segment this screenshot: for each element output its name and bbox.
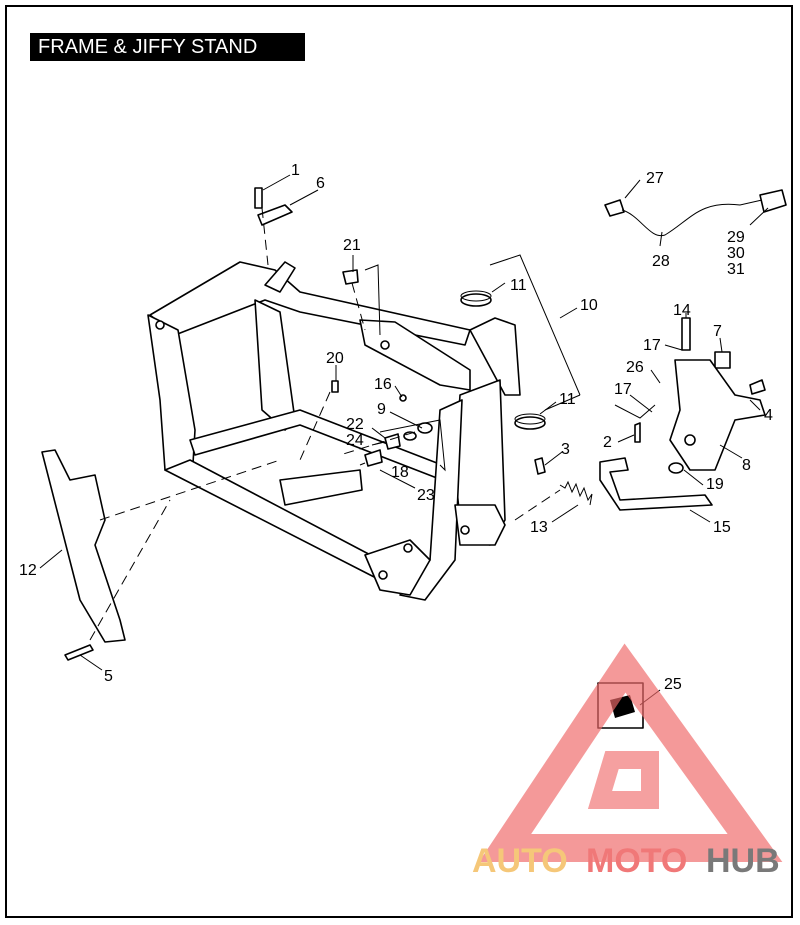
part-20-plug	[331, 380, 339, 393]
part-12-frame-cover	[41, 449, 126, 643]
callout-2: 2	[603, 434, 612, 451]
callout-27: 27	[646, 170, 664, 187]
callout-12: 12	[19, 562, 37, 579]
part-5-bolt	[64, 644, 94, 661]
part-4-bolt	[749, 379, 766, 395]
part-2-pin	[634, 422, 641, 443]
part-27-31-sensor-harness	[604, 189, 787, 237]
callout-15: 15	[713, 519, 731, 536]
diagram-title: FRAME & JIFFY STAND	[30, 33, 305, 61]
part-8-bracket	[669, 359, 766, 471]
callout-22: 22	[346, 416, 364, 433]
motorcycle-frame	[147, 261, 521, 601]
callout-29: 29	[727, 229, 745, 246]
callout-1: 1	[291, 162, 300, 179]
part-3-set-screw	[534, 457, 546, 475]
callout-20: 20	[326, 350, 344, 367]
callout-11-bottom: 11	[559, 391, 576, 408]
part-11-bearing-top	[460, 290, 492, 307]
watermark-logo: AUTO MOTO HUB	[472, 643, 783, 880]
callout-31: 31	[727, 261, 745, 278]
callout-30: 30	[727, 245, 745, 262]
watermark-auto: AUTO	[472, 842, 568, 880]
part-6-clip	[257, 204, 293, 226]
part-21-clip	[342, 269, 359, 285]
callout-10: 10	[580, 297, 598, 314]
callout-28: 28	[652, 253, 670, 270]
callout-13: 13	[530, 519, 548, 536]
callout-18: 18	[391, 464, 409, 481]
callout-labels: 1 6 21 11 10 14 7 17 26 17 4 2 8 19 15 1…	[19, 162, 773, 693]
callout-17-mid: 17	[614, 381, 632, 398]
callout-19: 19	[706, 476, 724, 493]
callout-21: 21	[343, 237, 361, 254]
callout-7: 7	[713, 323, 722, 340]
callout-9: 9	[377, 401, 386, 418]
part-14-pin	[681, 317, 691, 351]
callout-23: 23	[417, 487, 435, 504]
callout-5: 5	[104, 668, 113, 685]
callout-17-top: 17	[643, 337, 661, 354]
watermark-moto: MOTO	[586, 842, 687, 880]
diagram-border	[5, 5, 793, 918]
callout-25: 25	[664, 676, 682, 693]
part-1-screw	[254, 187, 263, 209]
watermark-hub: HUB	[706, 842, 780, 880]
callout-6: 6	[316, 175, 325, 192]
part-22-24-brackets	[364, 433, 401, 467]
callout-11-top: 11	[510, 277, 527, 294]
callout-24: 24	[346, 432, 364, 449]
part-13-spring	[559, 480, 593, 506]
part-11-bearing-bottom	[514, 413, 546, 430]
callout-26: 26	[626, 359, 644, 376]
callout-8: 8	[742, 457, 751, 474]
callout-16: 16	[374, 376, 392, 393]
callout-3: 3	[561, 441, 570, 458]
part-19-washer	[668, 462, 684, 474]
callout-4: 4	[764, 407, 773, 424]
part-15-jiffy-stand	[599, 457, 713, 511]
callout-14: 14	[673, 302, 691, 319]
part-7-bushing	[714, 351, 731, 369]
